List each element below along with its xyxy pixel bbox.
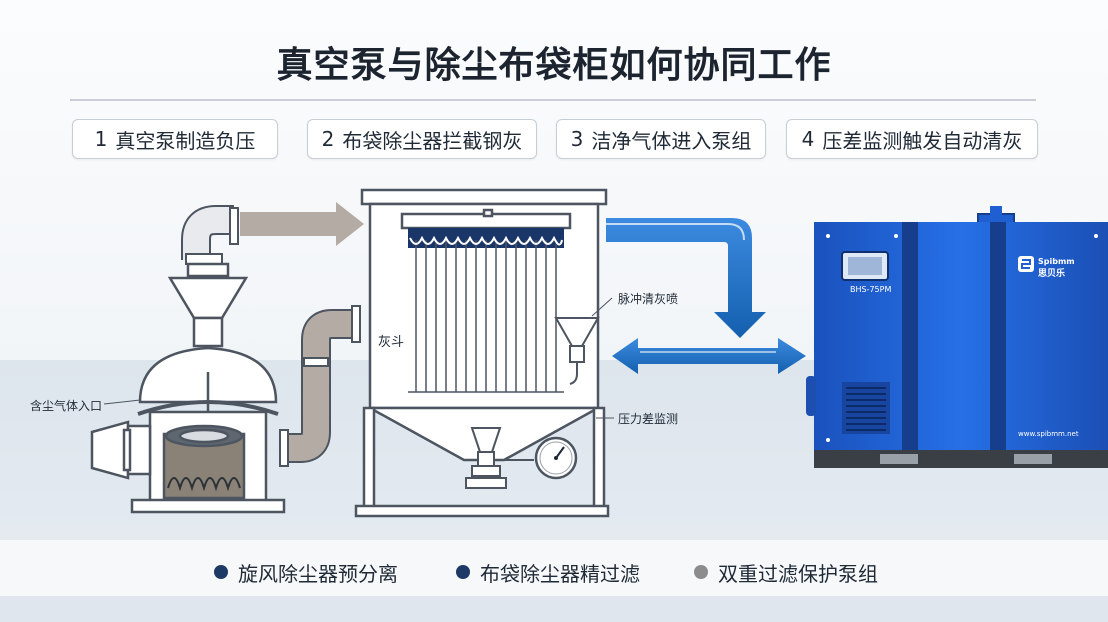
inlet-duct [90, 420, 152, 480]
pulse-nozzle [554, 317, 600, 385]
background-bottom-strip [0, 596, 1108, 622]
step-2-box: 2 布袋除尘器拦截钢灰 [307, 119, 537, 159]
filter-bags [408, 228, 564, 393]
step-4-number: 4 [801, 127, 815, 151]
outlet-pipe-top [181, 205, 239, 265]
legend-dot-bag-filter [456, 565, 470, 579]
pump-website-label: www.spibmm.net [1018, 430, 1079, 438]
pump-brand-cn-label: 思贝乐 [1038, 267, 1065, 279]
step-3-label: 洁净气体进入泵组 [591, 128, 752, 153]
step-3-box: 3 洁净气体进入泵组 [556, 119, 766, 159]
gray-flow-arrow-top [240, 202, 364, 246]
blue-flow-arrow-down [606, 218, 766, 338]
legend-item-double-filter: 双重过滤保护泵组 [694, 557, 878, 587]
connecting-pipe [279, 305, 361, 467]
hopper-label: 灰斗 [378, 335, 404, 350]
inlet-leader-line [103, 399, 141, 405]
inlet-label: 含尘气体入口 [30, 398, 102, 413]
pump-brand-label: Spibmm [1038, 257, 1075, 266]
pressure-gauge [534, 436, 578, 480]
pressure-label: 压力差监测 [618, 412, 678, 426]
legend-label-double-filter: 双重过滤保护泵组 [718, 561, 878, 586]
page-title: 真空泵与除尘布袋柜如何协同工作 [276, 45, 832, 86]
cyclone-separator [130, 262, 286, 514]
pump-model-label: BHS-75PM [850, 285, 891, 294]
blue-flow-arrow-bidirectional [612, 338, 806, 374]
vacuum-pump-unit: BHS-75PM Spibmm 思贝乐 www.spibmm.net [806, 206, 1108, 468]
step-4-label: 压差监测触发自动清灰 [822, 128, 1023, 153]
step-1-label: 真空泵制造负压 [115, 128, 256, 153]
legend-dot-double-filter [694, 565, 708, 579]
legend-label-bag-filter: 布袋除尘器精过滤 [480, 561, 640, 586]
legend-item-cyclone: 旋风除尘器预分离 [214, 557, 398, 587]
legend-item-bag-filter: 布袋除尘器精过滤 [456, 557, 640, 587]
step-1-number: 1 [94, 127, 108, 151]
step-3-number: 3 [570, 127, 584, 151]
step-4-box: 4 压差监测触发自动清灰 [786, 119, 1038, 159]
title-divider [70, 99, 1036, 101]
pulse-leader-line [591, 297, 613, 317]
pulse-label: 脉冲清灰喷 [618, 291, 678, 306]
step-1-box: 1 真空泵制造负压 [72, 119, 278, 159]
hopper-valve [465, 427, 534, 489]
legend-dot-cyclone [214, 565, 228, 579]
step-2-label: 布袋除尘器拦截钢灰 [342, 128, 523, 153]
step-2-number: 2 [321, 127, 335, 151]
legend-label-cyclone: 旋风除尘器预分离 [238, 561, 398, 586]
